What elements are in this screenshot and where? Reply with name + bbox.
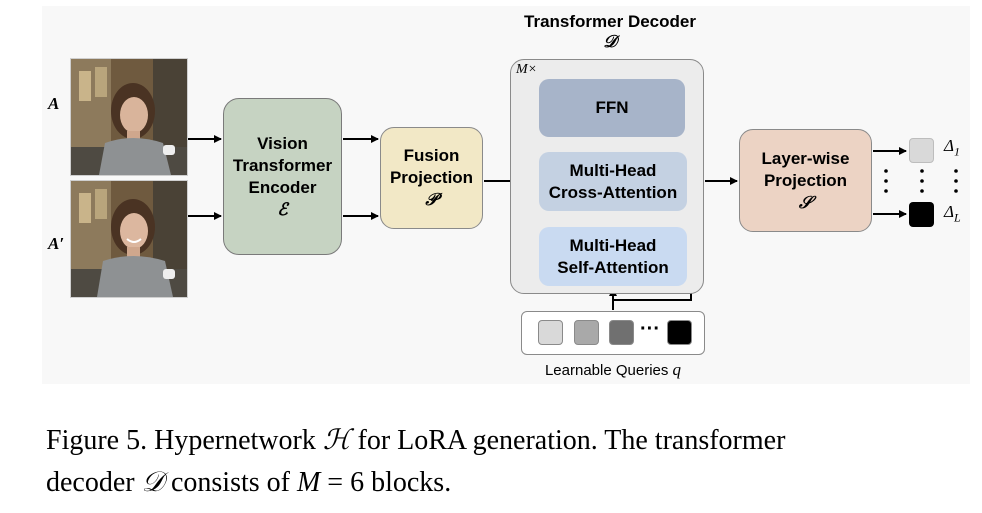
caption-symbol-d: 𝒟 <box>141 467 164 498</box>
delta-1-symbol: Δ <box>944 136 954 155</box>
caption-symbol-m: M <box>296 467 321 498</box>
caption-mid1: for LoRA generation. The transformer <box>350 425 786 456</box>
mhca-line1: Multi-Head <box>569 160 657 180</box>
lwp-symbol: 𝒮 <box>798 192 813 212</box>
delta-l-subscript: L <box>953 210 961 225</box>
query-token-2 <box>574 320 599 345</box>
query-token-3 <box>609 320 634 345</box>
cross-attention-block: Multi-Head Cross-Attention <box>539 152 687 211</box>
output-delta-l-label: ΔL <box>944 202 961 225</box>
lwp-line2: Projection <box>763 170 848 190</box>
fusion-line2: Projection <box>389 168 474 187</box>
fusion-line1: Fusion <box>403 146 460 165</box>
input-image-a-prime <box>70 180 188 298</box>
learnable-queries-label: Learnable Queries q <box>500 360 726 380</box>
vit-line1: Vision <box>257 133 308 153</box>
output-delta-1-label: Δ1 <box>944 136 960 159</box>
decoder-repeat-label: M× <box>516 62 538 77</box>
vit-line3: Encoder <box>248 177 317 197</box>
mhsa-line1: Multi-Head <box>569 235 657 255</box>
delta-1-subscript: 1 <box>953 144 960 159</box>
decoder-title-text: Transformer Decoder <box>524 12 696 31</box>
query-token-last <box>667 320 692 345</box>
queries-symbol: q <box>672 360 682 379</box>
vit-symbol: ℰ <box>277 199 288 219</box>
queries-label-text: Learnable Queries <box>544 362 669 379</box>
label-a-prime: A′ <box>48 234 65 253</box>
caption-prefix: Figure 5. Hypernetwork <box>46 425 323 456</box>
self-attention-block: Multi-Head Self-Attention <box>539 227 687 286</box>
decoder-title: Transformer Decoder 𝒟 <box>460 12 760 52</box>
query-ellipsis: ··· <box>640 318 660 340</box>
decoder-symbol: 𝒟 <box>603 32 617 51</box>
delta-l-symbol: Δ <box>944 202 954 221</box>
layer-wise-projection: Layer-wise Projection 𝒮 <box>739 129 872 232</box>
vision-transformer-encoder: Vision Transformer Encoder ℰ <box>223 98 342 255</box>
label-a: A <box>48 94 60 113</box>
output-delta-1-square <box>909 138 934 163</box>
fusion-projection: Fusion Projection 𝒫 <box>380 127 483 229</box>
ffn-label: FFN <box>595 98 629 117</box>
caption-line2-start: decoder <box>46 467 142 498</box>
lwp-line1: Layer-wise <box>761 148 850 168</box>
mhsa-line2: Self-Attention <box>557 257 669 277</box>
mhca-line2: Cross-Attention <box>548 182 678 202</box>
fusion-symbol: 𝒫 <box>425 190 438 209</box>
input-image-a <box>70 58 188 176</box>
vit-line2: Transformer <box>232 155 333 175</box>
caption-eq: = 6 blocks. <box>320 467 452 498</box>
caption-mid2: consists of <box>163 467 297 498</box>
output-delta-l-square <box>909 202 934 227</box>
caption-symbol-h: ℋ <box>322 425 351 456</box>
ffn-block: FFN <box>539 79 685 137</box>
figure-caption: Figure 5. Hypernetwork ℋ for LoRA genera… <box>46 420 976 504</box>
query-token-1 <box>538 320 563 345</box>
